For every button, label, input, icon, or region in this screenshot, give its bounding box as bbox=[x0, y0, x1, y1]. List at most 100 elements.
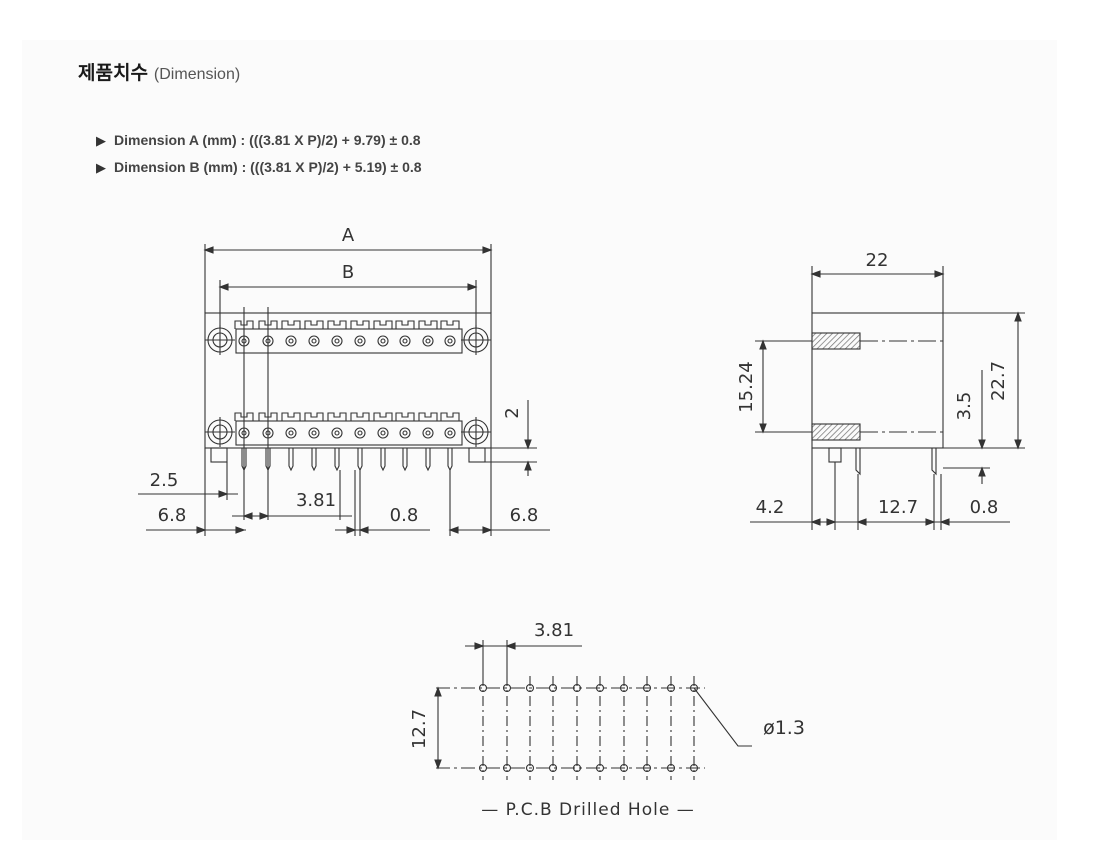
foot-right bbox=[468, 447, 486, 463]
drill-hole bbox=[689, 763, 699, 773]
contact bbox=[308, 427, 320, 439]
contact bbox=[377, 427, 389, 439]
spec-dimension-a: ▶ Dimension A (mm) : (((3.81 X P)/2) + 9.… bbox=[96, 132, 421, 149]
label-hole-diameter: ø1.3 bbox=[763, 717, 805, 739]
contact bbox=[331, 335, 343, 347]
content-background bbox=[22, 40, 1057, 840]
contact bbox=[422, 427, 434, 439]
drill-hole bbox=[689, 683, 699, 693]
label-dim-22-7: 22.7 bbox=[988, 361, 1009, 401]
drill-hole bbox=[478, 683, 488, 693]
side-view-labels: 22 15.24 3.5 22.7 4.2 12.7 0.8 bbox=[736, 250, 1009, 518]
label-dim-3-5: 3.5 bbox=[954, 392, 975, 421]
contact bbox=[377, 335, 389, 347]
connector-body bbox=[204, 312, 492, 449]
drill-hole bbox=[595, 763, 605, 773]
contact bbox=[444, 335, 456, 347]
side-pin-right bbox=[931, 448, 937, 476]
drill-hole bbox=[502, 763, 512, 773]
drill-hole bbox=[642, 683, 652, 693]
contact-center bbox=[311, 430, 317, 436]
contact-center bbox=[357, 430, 363, 436]
side-foot bbox=[828, 447, 842, 463]
contact bbox=[444, 427, 456, 439]
drill-hole bbox=[619, 763, 629, 773]
contact-center bbox=[311, 338, 317, 344]
contact-center bbox=[334, 430, 340, 436]
foot-left bbox=[210, 447, 228, 463]
pin bbox=[334, 448, 340, 472]
pin bbox=[288, 448, 294, 472]
drill-hole bbox=[619, 683, 629, 693]
pin bbox=[311, 448, 317, 472]
triangle-bullet-icon: ▶ bbox=[96, 160, 106, 175]
spec-dimension-a-text: Dimension A (mm) : (((3.81 X P)/2) + 9.7… bbox=[114, 132, 421, 148]
drill-hole bbox=[595, 683, 605, 693]
contacts-bottom bbox=[238, 427, 456, 439]
drill-hole bbox=[525, 763, 535, 773]
contact-center bbox=[288, 430, 294, 436]
drill-hole bbox=[572, 763, 582, 773]
label-dim-3-81: 3.81 bbox=[296, 490, 336, 511]
contact bbox=[308, 335, 320, 347]
spec-dimension-b-text: Dimension B (mm) : (((3.81 X P)/2) + 5.1… bbox=[114, 159, 422, 175]
label-dim-b: B bbox=[342, 262, 354, 283]
pin bbox=[425, 448, 431, 472]
label-dim-4-2: 4.2 bbox=[756, 497, 785, 518]
contact-center bbox=[380, 430, 386, 436]
contact bbox=[399, 335, 411, 347]
label-dim-6-8-left: 6.8 bbox=[158, 505, 187, 526]
contact bbox=[285, 335, 297, 347]
label-dim-12-7: 12.7 bbox=[878, 497, 918, 518]
contact-center bbox=[380, 338, 386, 344]
front-view-labels: A B 2 2.5 6.8 3.81 0.8 6.8 bbox=[150, 225, 539, 526]
contact-teeth-bottom bbox=[234, 412, 460, 421]
pcb-view-labels: 3.81 12.7 ø1.3 — P.C.B Drilled Hole — bbox=[409, 620, 805, 820]
drill-hole bbox=[478, 763, 488, 773]
contact-center bbox=[288, 338, 294, 344]
side-view bbox=[750, 266, 1025, 530]
contact-row-top bbox=[235, 328, 463, 354]
mounting-hole-right-top bbox=[461, 325, 491, 355]
label-dim-15-24: 15.24 bbox=[736, 361, 757, 413]
pcb-holes bbox=[478, 676, 699, 780]
label-dim-22: 22 bbox=[866, 250, 889, 271]
mounting-hole-left-top bbox=[205, 325, 235, 355]
pin bbox=[380, 448, 386, 472]
drill-hole bbox=[502, 683, 512, 693]
mounting-hole-left-bottom bbox=[205, 417, 235, 447]
contact-center bbox=[402, 430, 408, 436]
spec-dimension-b: ▶ Dimension B (mm) : (((3.81 X P)/2) + 5.… bbox=[96, 159, 422, 176]
label-dim-0-8: 0.8 bbox=[390, 505, 419, 526]
contact-center bbox=[334, 338, 340, 344]
page-title-korean: 제품치수 bbox=[78, 63, 148, 84]
contact bbox=[354, 335, 366, 347]
drill-hole bbox=[642, 763, 652, 773]
pin bbox=[357, 448, 363, 472]
label-dim-2: 2 bbox=[502, 407, 523, 418]
pin bbox=[402, 448, 408, 472]
contact-center bbox=[402, 338, 408, 344]
label-dim-2-5: 2.5 bbox=[150, 470, 179, 491]
pins-front bbox=[241, 448, 453, 472]
side-pin-left bbox=[855, 448, 861, 476]
side-body bbox=[811, 312, 944, 449]
label-pcb-12-7: 12.7 bbox=[409, 709, 430, 749]
contact bbox=[399, 427, 411, 439]
drill-hole bbox=[666, 683, 676, 693]
label-dim-a: A bbox=[342, 225, 355, 246]
contact-row-bottom bbox=[235, 420, 463, 446]
pcb-caption: — P.C.B Drilled Hole — bbox=[481, 800, 694, 820]
drill-hole bbox=[548, 683, 558, 693]
contact-center bbox=[447, 430, 453, 436]
label-pcb-3-81: 3.81 bbox=[534, 620, 574, 641]
pcb-view bbox=[434, 640, 752, 780]
contact-center bbox=[447, 338, 453, 344]
contact bbox=[422, 335, 434, 347]
triangle-bullet-icon: ▶ bbox=[96, 133, 106, 148]
contact bbox=[285, 427, 297, 439]
drill-hole bbox=[666, 763, 676, 773]
page-title-subtitle: (Dimension) bbox=[153, 66, 241, 83]
contacts-top bbox=[238, 335, 456, 347]
label-dim-6-8-right: 6.8 bbox=[510, 505, 539, 526]
